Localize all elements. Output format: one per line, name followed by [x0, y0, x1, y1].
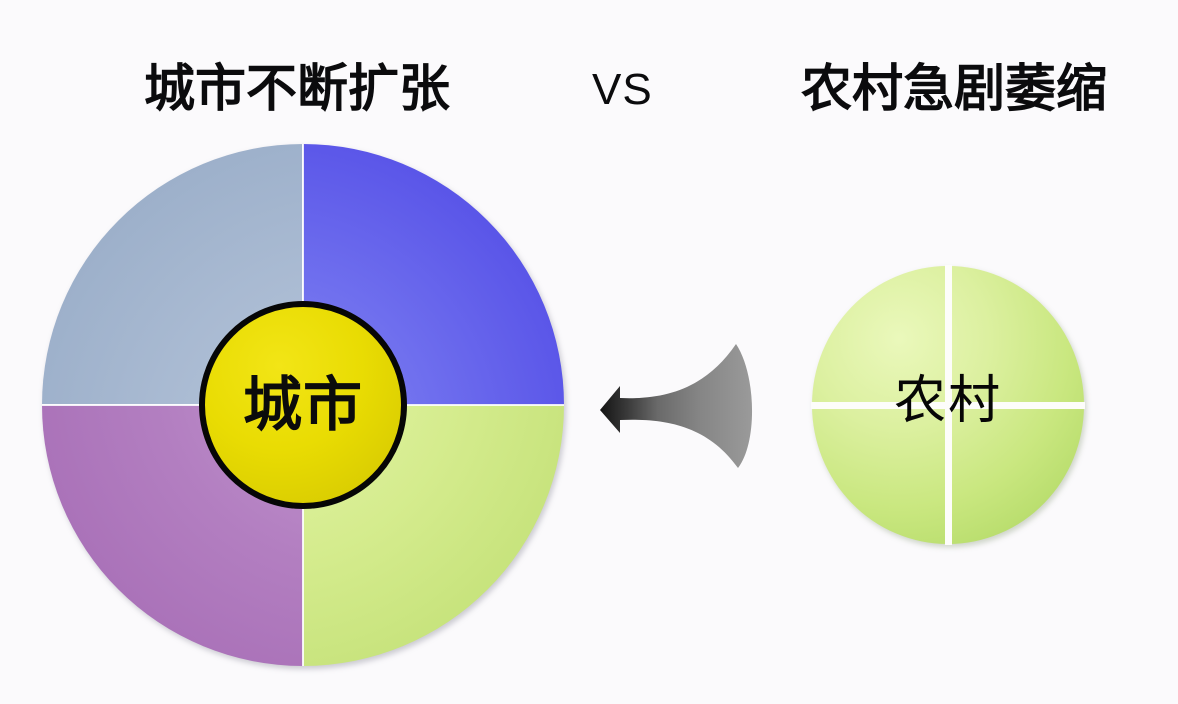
versus-label: VS	[592, 65, 653, 114]
shrink-arrow-icon	[600, 344, 753, 468]
city-hub-label: 城市	[242, 371, 363, 438]
page-title-left: 城市不断扩张	[144, 60, 451, 117]
city-hub-circle: 城市	[199, 301, 407, 509]
village-wheel: 农村	[811, 265, 1085, 545]
city-wheel: 城市	[42, 144, 564, 666]
village-label: 农村	[893, 372, 1002, 430]
page-title-right: 农村急剧萎缩	[801, 60, 1108, 117]
shrink-arrow	[596, 330, 786, 480]
village-wheel-horizontal-divider	[811, 402, 1085, 409]
